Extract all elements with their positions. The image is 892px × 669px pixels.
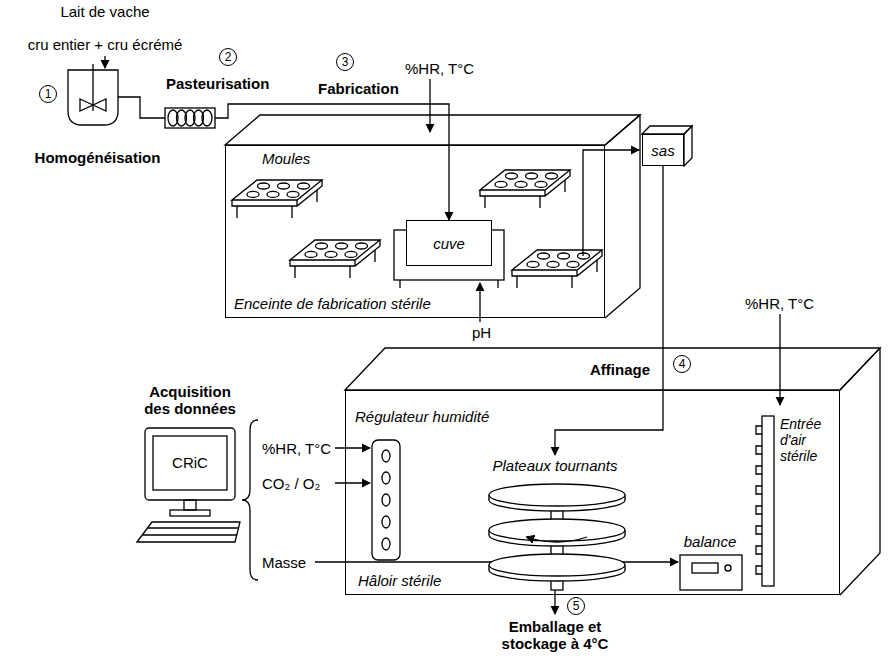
transfer-arrow xyxy=(583,150,639,256)
signal-arrow xyxy=(479,283,480,322)
rotating-trays: Plateaux tournants xyxy=(492,455,618,590)
brace xyxy=(242,420,258,580)
node-text: sas xyxy=(651,142,674,159)
node-text: Hâloir stérile xyxy=(358,572,441,589)
callout-number: 5 xyxy=(567,597,585,615)
node-text: CRiC xyxy=(172,454,208,471)
signal-arrow xyxy=(429,79,430,132)
callout-number: 3 xyxy=(336,53,354,71)
mould-trays xyxy=(232,170,602,288)
callout-number: 2 xyxy=(219,48,237,66)
enclosure-top xyxy=(225,115,640,145)
scale: balance xyxy=(670,533,750,595)
node-text: balance xyxy=(684,533,737,550)
label: pH xyxy=(472,324,491,341)
cuve-foot xyxy=(497,280,498,288)
signal-arrow xyxy=(335,482,370,483)
feed-arrow xyxy=(104,56,105,68)
label: Emballage et stockage à 4°C xyxy=(480,618,630,652)
label: Affinage xyxy=(590,361,650,378)
node-text: Plateaux tournants xyxy=(492,457,617,474)
flow-line xyxy=(215,104,449,220)
node-text: Régulateur humidité xyxy=(355,408,489,425)
label: %HR, T°C xyxy=(745,295,814,312)
flow-line xyxy=(118,97,165,118)
node-text: Entrée d'air stérile xyxy=(780,416,836,464)
node-text: Pasteurisation xyxy=(166,75,269,92)
computer-drawing xyxy=(140,425,240,545)
label: Masse xyxy=(262,554,306,571)
label: Lait de vache xyxy=(60,3,149,20)
signal-arrow xyxy=(335,447,370,448)
air-inlet: Entrée d'air stérile xyxy=(760,412,836,590)
flow-line xyxy=(555,166,663,455)
callout-number: 4 xyxy=(673,355,691,373)
mixing-tank: Homogénéisation xyxy=(30,66,165,166)
pasteuriser: Pasteurisation xyxy=(160,75,275,132)
sas-side xyxy=(684,126,692,166)
haloir-side xyxy=(840,348,880,595)
callout-number: 1 xyxy=(39,85,57,103)
label: Fabrication xyxy=(318,80,399,97)
airlock-box: sas xyxy=(642,134,684,166)
node-text: Enceinte de fabrication stérile xyxy=(234,295,431,312)
label: Moules xyxy=(262,150,310,167)
label: Acquisition des données xyxy=(140,383,240,417)
rotating-trays-drawing xyxy=(492,455,618,590)
label: %HR, T°C xyxy=(262,440,331,457)
signal-arrow xyxy=(779,314,780,405)
node-text: Homogénéisation xyxy=(35,149,161,166)
label: CO₂ / O₂ xyxy=(262,475,320,492)
sterile-enclosure: Enceinte de fabrication stérile cuve xyxy=(225,145,605,318)
computer: CRiC xyxy=(140,425,240,545)
ripening-room: Hâloir stérile Régulateur humiditéPlateau… xyxy=(345,390,840,595)
cuve-foot xyxy=(399,280,400,288)
label: %HR, T°C xyxy=(405,60,474,77)
humidity-regulator-drawing xyxy=(355,408,490,563)
enclosure-side xyxy=(605,115,640,318)
humidity-regulator: Régulateur humidité xyxy=(355,408,490,563)
vat-box: cuve xyxy=(406,220,492,266)
node-text: cuve xyxy=(433,235,465,252)
output-arrow xyxy=(554,590,555,614)
haloir-top xyxy=(345,348,880,390)
label: cru entier + cru écrémé xyxy=(28,36,183,53)
